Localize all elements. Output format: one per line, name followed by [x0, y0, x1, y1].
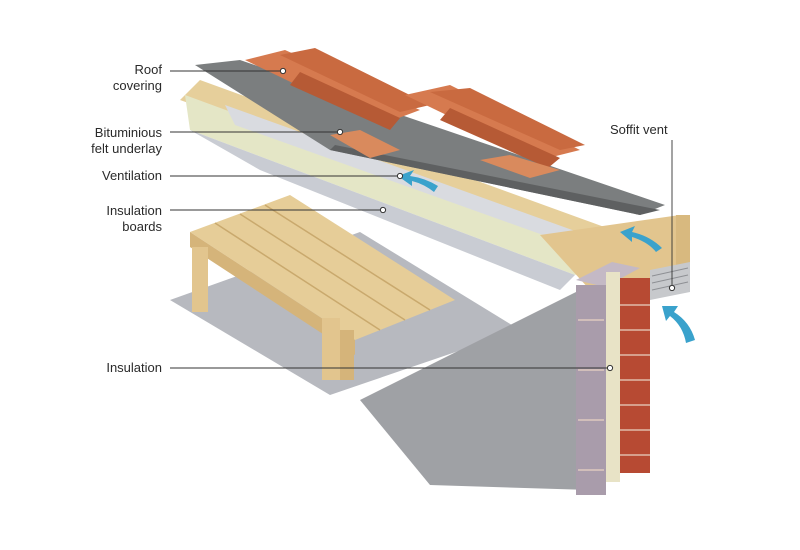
airflow-arrow-soffit: [662, 306, 695, 343]
leader-lines: [170, 70, 673, 369]
roof-tiles: [245, 48, 585, 178]
cavity-insulation: [606, 272, 620, 482]
airflow-arrow-eaves: [620, 226, 662, 252]
airflow-arrows: [398, 170, 695, 343]
joist-post-mid: [322, 318, 340, 380]
leader-dots: [279, 67, 676, 372]
blockwork-inner: [576, 285, 606, 495]
wall-insulation: [360, 285, 590, 490]
label-soffit-vent: Soffit vent: [610, 122, 668, 137]
label-felt-underlay: Bituminious felt underlay: [91, 125, 162, 156]
label-insulation: Insulation: [106, 360, 162, 375]
soffit-vent: [650, 262, 690, 300]
brick-leaf: [620, 278, 650, 473]
joist-post-right: [340, 330, 354, 380]
label-insulation-boards: Insulation boards: [106, 203, 162, 234]
felt-edge: [330, 145, 660, 215]
felt-underlay: [195, 60, 665, 215]
joist-post-left: [192, 247, 208, 312]
label-ventilation: Ventilation: [102, 168, 162, 183]
airflow-arrow-ventilation: [398, 170, 438, 192]
label-roof-covering: Roof covering: [112, 62, 162, 93]
mortar-lines: [578, 304, 650, 471]
joist-front: [190, 232, 355, 355]
